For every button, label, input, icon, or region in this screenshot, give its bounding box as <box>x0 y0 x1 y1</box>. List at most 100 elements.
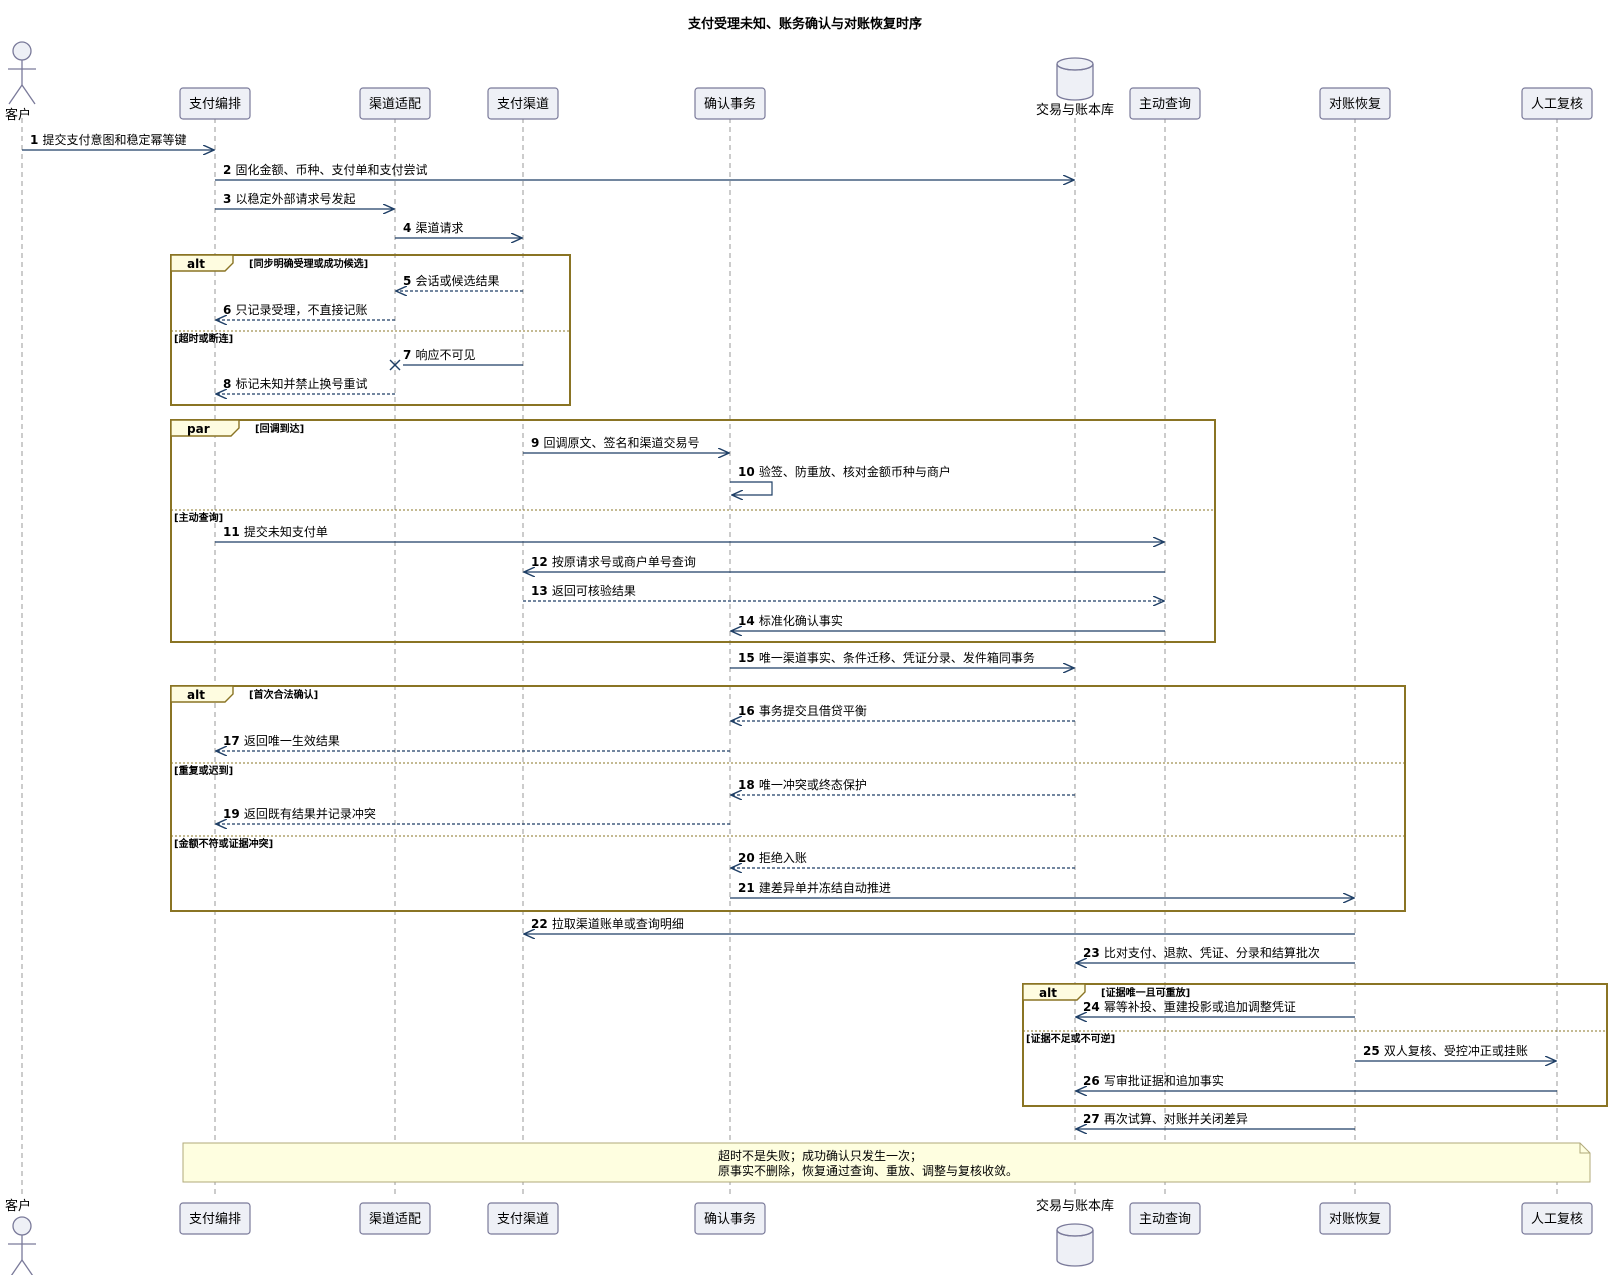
message-2: 2 固化金额、币种、支付单和支付尝试 <box>215 162 1074 180</box>
message-label: 24 幂等补投、重建投影或追加调整凭证 <box>1083 999 1296 1014</box>
message-number: 21 <box>738 881 759 895</box>
message-number: 26 <box>1083 1074 1104 1088</box>
actor-head <box>12 41 32 61</box>
message-text: 写审批证据和追加事实 <box>1104 1073 1224 1088</box>
fragment-keyword: alt <box>187 688 205 702</box>
message-15: 15 唯一渠道事实、条件迁移、凭证分录、发件箱同事务 <box>730 650 1074 668</box>
actor-customer: 客户 <box>5 1198 36 1275</box>
message-19: 19 返回既有结果并记录冲突 <box>216 806 730 824</box>
message-label: 16 事务提交且借贷平衡 <box>738 703 867 718</box>
fragment-alt: alt[首次合法确认][重复或迟到][金额不符或证据冲突] <box>170 685 1406 912</box>
message-number: 24 <box>1083 1000 1104 1014</box>
message-label: 21 建差异单并冻结自动推进 <box>738 880 891 895</box>
actor-leg-left <box>10 1259 23 1275</box>
fragment-condition: [主动查询] <box>174 511 223 524</box>
database-body <box>1056 1230 1094 1267</box>
message-label: 12 按原请求号或商户单号查询 <box>531 554 696 569</box>
participant-label: 人工复核 <box>1531 1212 1583 1227</box>
message-12: 12 按原请求号或商户单号查询 <box>524 554 1165 572</box>
database-label: 交易与账本库 <box>1036 1198 1114 1214</box>
participant-box <box>359 87 431 120</box>
message-label: 23 比对支付、退款、凭证、分录和结算批次 <box>1083 945 1320 960</box>
actor-leg-right <box>21 84 36 105</box>
actor-head <box>12 1216 32 1236</box>
message-23: 23 比对支付、退款、凭证、分录和结算批次 <box>1076 945 1355 963</box>
message-label: 17 返回唯一生效结果 <box>223 733 340 748</box>
message-text: 拒绝入账 <box>759 850 807 865</box>
participant-box <box>1521 87 1593 120</box>
message-text: 返回既有结果并记录冲突 <box>244 806 376 821</box>
message-text: 标记未知并禁止换号重试 <box>236 376 368 391</box>
participant-label: 对账恢复 <box>1329 97 1381 112</box>
message-number: 12 <box>531 555 552 569</box>
fragment-condition: [回调到达] <box>255 422 304 435</box>
message-label: 15 唯一渠道事实、条件迁移、凭证分录、发件箱同事务 <box>738 650 1035 665</box>
actor-label: 客户 <box>5 107 31 123</box>
participant-review-top: 人工复核 <box>1521 87 1593 120</box>
message-number: 8 <box>223 377 236 391</box>
participant-label: 主动查询 <box>1139 97 1191 112</box>
participant-label: 支付渠道 <box>497 97 549 112</box>
message-label: 7 响应不可见 <box>403 347 476 362</box>
message-25: 25 双人复核、受控冲正或挂账 <box>1355 1043 1556 1061</box>
message-text: 只记录受理，不直接记账 <box>236 302 368 317</box>
message-label: 6 只记录受理，不直接记账 <box>223 302 368 317</box>
message-number: 7 <box>403 348 416 362</box>
message-27: 27 再次试算、对账并关闭差异 <box>1076 1111 1355 1129</box>
message-number: 25 <box>1363 1044 1384 1058</box>
message-label: 2 固化金额、币种、支付单和支付尝试 <box>223 162 428 177</box>
message-text: 固化金额、币种、支付单和支付尝试 <box>236 162 428 177</box>
message-1: 1 提交支付意图和稳定幂等键 <box>22 132 214 150</box>
message-number: 16 <box>738 704 759 718</box>
participant-label: 支付渠道 <box>497 1212 549 1227</box>
message-label: 18 唯一冲突或终态保护 <box>738 777 867 792</box>
fragment-keyword: alt <box>1039 986 1057 1000</box>
message-label: 3 以稳定外部请求号发起 <box>223 191 356 206</box>
message-label: 25 双人复核、受控冲正或挂账 <box>1363 1043 1528 1058</box>
participant-label: 确认事务 <box>704 1211 756 1227</box>
message-13: 13 返回可核验结果 <box>523 583 1164 601</box>
message-text: 建差异单并冻结自动推进 <box>759 880 891 895</box>
message-text: 回调原文、签名和渠道交易号 <box>544 435 700 450</box>
message-number: 27 <box>1083 1112 1104 1126</box>
summary-note: 超时不是失败；成功确认只发生一次； 原事实不删除，恢复通过查询、重放、调整与复核… <box>182 1142 1591 1183</box>
message-label: 19 返回既有结果并记录冲突 <box>223 806 376 821</box>
participant-box <box>1319 1202 1391 1235</box>
message-text: 双人复核、受控冲正或挂账 <box>1384 1043 1528 1058</box>
message-7: 7 响应不可见 <box>389 347 523 371</box>
message-number: 4 <box>403 221 416 235</box>
fragment-frame <box>170 254 571 406</box>
message-text: 事务提交且借贷平衡 <box>759 703 867 718</box>
fragment-tab <box>170 419 240 437</box>
lost-mark <box>389 359 401 371</box>
fragment-frame <box>170 685 1406 912</box>
message-10: 10 验签、防重放、核对金额币种与商户 <box>730 464 951 495</box>
message-label: 20 拒绝入账 <box>738 850 807 865</box>
message-label: 22 拉取渠道账单或查询明细 <box>531 916 684 931</box>
message-21: 21 建差异单并冻结自动推进 <box>730 880 1354 898</box>
message-text: 再次试算、对账并关闭差异 <box>1104 1111 1248 1126</box>
message-number: 5 <box>403 274 416 288</box>
fragment-condition: [金额不符或证据冲突] <box>174 837 273 850</box>
message-24: 24 幂等补投、重建投影或追加调整凭证 <box>1076 999 1355 1017</box>
fragment-condition: [证据唯一且可重放] <box>1101 986 1190 999</box>
message-number: 2 <box>223 163 236 177</box>
participant-ledger-bottom: 交易与账本库 <box>1036 1198 1114 1267</box>
participant-box <box>179 87 251 120</box>
message-label: 11 提交未知支付单 <box>223 524 328 539</box>
message-number: 17 <box>223 734 244 748</box>
messages: 1 提交支付意图和稳定幂等键 2 固化金额、币种、支付单和支付尝试 3 以稳定外部请… <box>22 132 1557 1129</box>
participant-box <box>359 1202 431 1235</box>
message-number: 18 <box>738 778 759 792</box>
participant-label: 渠道适配 <box>369 97 421 112</box>
participant-recon-top: 对账恢复 <box>1319 87 1391 120</box>
message-label: 9 回调原文、签名和渠道交易号 <box>531 435 700 450</box>
message-number: 23 <box>1083 946 1104 960</box>
message-label: 8 标记未知并禁止换号重试 <box>223 376 368 391</box>
participant-box <box>694 1202 766 1235</box>
diagram-title: 支付受理未知、账务确认与对账恢复时序 <box>687 16 922 32</box>
participant-label: 确认事务 <box>704 96 756 112</box>
fragment-condition: [首次合法确认] <box>249 688 318 701</box>
participant-label: 支付编排 <box>189 97 241 112</box>
